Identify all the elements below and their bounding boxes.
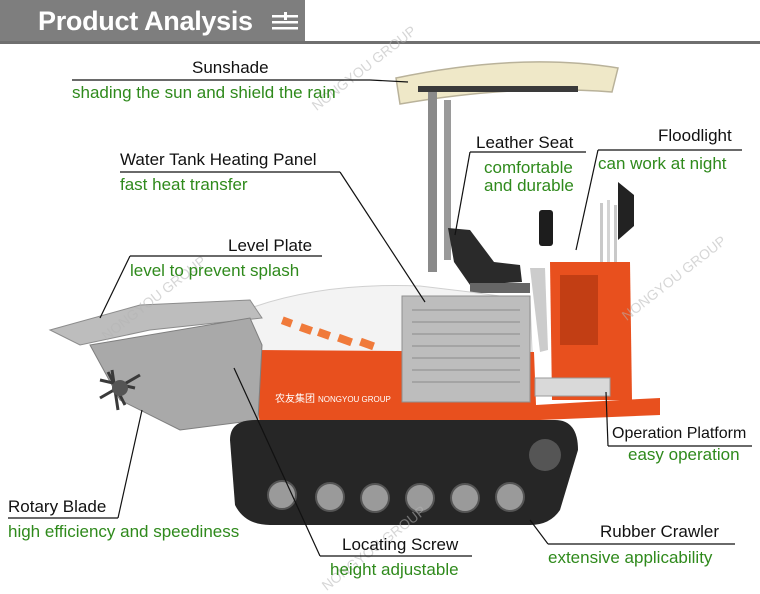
front-rail [530,268,548,352]
lever-1 [600,203,603,263]
label-leather-seat: Leather Seat [476,133,574,152]
floodlight-housing [618,182,634,240]
radiator-grille [412,309,520,383]
label-water-tank: Water Tank Heating Panel [120,150,317,169]
label-sunshade: Sunshade [192,58,269,77]
sunshade-frame [418,86,578,92]
label-rotary-blade: Rotary Blade [8,497,107,516]
desc-level-plate: level to prevent splash [130,261,300,280]
desc-sunshade: shading the sun and shield the rain [72,83,336,102]
label-rubber-crawler: Rubber Crawler [600,522,720,541]
callout-sunshade-leader [369,79,409,83]
brand-cn: 农友集团 [275,392,315,405]
header-bar [0,0,305,44]
drive-sprocket [529,439,561,471]
callout-rotary-blade-leader [117,409,143,519]
callout-water-tank-leader [339,171,426,303]
level-plate [48,299,263,346]
mirror [539,210,553,246]
label-floodlight: Floodlight [658,126,732,145]
header: Product Analysis [0,0,760,44]
menu-lines-icon [272,12,298,30]
label-locating-screw: Locating Screw [342,535,459,554]
header-rule [0,41,760,44]
desc-rotary-blade: high efficiency and speediness [8,522,240,541]
callout-rubber-crawler-leader [529,519,549,545]
lever-3 [614,205,617,265]
callout-locating-screw-leader [233,367,321,557]
desc-leather-seat-1: comfortable [484,158,573,177]
sunshade-canopy [395,61,619,105]
canopy-pole [428,92,437,272]
hood-decals [280,316,375,351]
desc-rubber-crawler: extensive applicability [548,548,713,567]
desc-floodlight: can work at night [598,154,727,173]
callout-floodlight-leader [575,149,599,251]
lever-2 [607,200,610,266]
desc-leather-seat-2: and durable [484,176,574,195]
desc-water-tank: fast heat transfer [120,175,248,194]
blade-hub [112,380,128,396]
callout-operation-platform-leader [605,391,609,447]
label-operation-platform: Operation Platform [612,425,747,442]
radiator-panel [401,295,531,403]
desc-operation-platform: easy operation [628,445,740,464]
platform-step [534,377,611,397]
desc-locating-screw: height adjustable [330,560,459,579]
callout-leather-seat-leader [454,151,471,236]
control-panel [560,275,598,345]
callout-level-plate-leader [99,255,131,319]
seat [448,228,522,285]
seat-frame [470,283,530,293]
canopy-pole-2 [444,100,451,260]
label-level-plate: Level Plate [228,236,313,255]
page-title: Product Analysis [38,6,253,36]
brand-en: NONGYOU GROUP [318,395,391,404]
